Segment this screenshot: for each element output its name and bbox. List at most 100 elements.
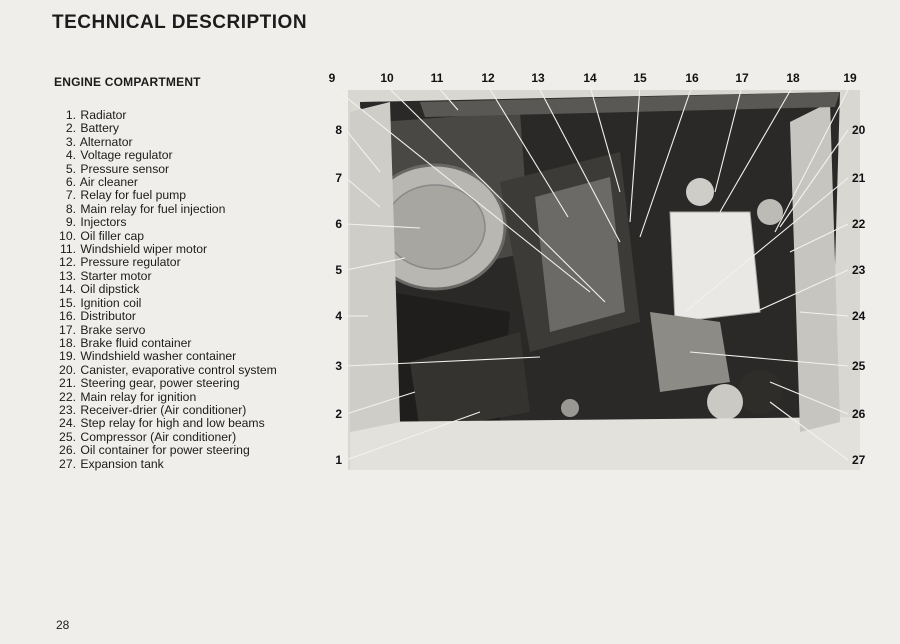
- parts-list-label: Pressure regulator: [77, 255, 181, 270]
- callout-leader-lines: [331, 85, 851, 461]
- callout-number-2: 2: [335, 407, 342, 421]
- callout-number-14: 14: [583, 71, 597, 85]
- parts-list-item: 18. Brake fluid container: [54, 335, 277, 350]
- parts-list-label: Radiator: [77, 108, 127, 122]
- callout-line-7: [345, 177, 381, 208]
- callout-number-11: 11: [431, 71, 444, 85]
- callout-line-8: [345, 129, 381, 173]
- parts-list-label: Brake servo: [77, 322, 146, 337]
- parts-list-label: Main relay for fuel injection: [77, 201, 226, 216]
- callout-line-18: [719, 85, 794, 213]
- parts-list-number: 6.: [65, 175, 76, 190]
- parts-list-label: Expansion tank: [77, 456, 164, 471]
- callout-line-9: [331, 85, 591, 293]
- parts-list-number: 13.: [59, 268, 76, 283]
- parts-list-item: 20. Canister, evaporative control system: [54, 362, 277, 377]
- callout-line-11: [436, 85, 459, 111]
- parts-list-number: 12.: [59, 255, 76, 270]
- callout-number-1: 1: [335, 453, 342, 467]
- parts-list-label: Alternator: [77, 134, 133, 149]
- parts-list-item: 15. Ignition coil: [54, 295, 277, 310]
- callout-line-2: [345, 391, 416, 415]
- parts-list-item: 21. Steering gear, power steering: [54, 376, 277, 391]
- parts-list-item: 25. Compressor (Air conditioner): [54, 429, 277, 444]
- parts-list-number: 10.: [59, 228, 76, 243]
- callout-line-19: [774, 85, 851, 233]
- parts-list-label: Ignition coil: [77, 295, 142, 310]
- parts-list-label: Relay for fuel pump: [77, 188, 187, 203]
- callout-line-20: [779, 129, 849, 228]
- parts-list-label: Main relay for ignition: [77, 389, 197, 404]
- callout-number-24: 24: [852, 309, 866, 323]
- parts-list-number: 25.: [59, 429, 76, 444]
- parts-list-number: 23.: [59, 402, 76, 417]
- parts-list-item: 5. Pressure sensor: [54, 161, 277, 176]
- callout-number-12: 12: [481, 71, 495, 85]
- parts-list-number: 2.: [65, 121, 76, 136]
- parts-list-number: 4.: [65, 148, 76, 163]
- parts-list-item: 23. Receiver-drier (Air conditioner): [54, 402, 277, 417]
- page-number: 28: [56, 618, 70, 632]
- callout-number-22: 22: [852, 217, 866, 231]
- callout-number-8: 8: [335, 123, 342, 137]
- callout-line-17: [714, 85, 743, 193]
- parts-list-number: 19.: [59, 349, 76, 364]
- parts-list-number: 26.: [59, 443, 76, 458]
- callout-line-10: [386, 85, 606, 303]
- parts-list-number: 8.: [65, 201, 76, 216]
- callout-number-19: 19: [843, 71, 857, 85]
- parts-list-label: Windshield wiper motor: [77, 242, 208, 257]
- parts-list-item: 22. Main relay for ignition: [54, 389, 277, 404]
- parts-list-number: 27.: [59, 456, 76, 471]
- parts-list-label: Distributor: [77, 309, 136, 324]
- callout-number-4: 4: [335, 309, 342, 323]
- parts-list-label: Oil dipstick: [77, 282, 140, 297]
- parts-list-item: 16. Distributor: [54, 309, 277, 324]
- parts-list-number: 24.: [59, 416, 76, 431]
- parts-list-item: 7. Relay for fuel pump: [54, 188, 277, 203]
- parts-list-number: 21.: [59, 376, 76, 391]
- parts-list-label: Brake fluid container: [77, 335, 192, 350]
- parts-list-number: 11.: [59, 242, 76, 257]
- callout-number-23: 23: [852, 263, 866, 277]
- parts-list-item: 14. Oil dipstick: [54, 282, 277, 297]
- parts-list-label: Canister, evaporative control system: [77, 362, 277, 377]
- parts-list-item: 11. Windshield wiper motor: [54, 242, 277, 257]
- callout-number-15: 15: [633, 71, 647, 85]
- callout-number-18: 18: [786, 71, 800, 85]
- callout-number-7: 7: [335, 171, 342, 185]
- parts-list-item: 17. Brake servo: [54, 322, 277, 337]
- parts-list-item: 9. Injectors: [54, 215, 277, 230]
- parts-list-number: 7.: [65, 188, 76, 203]
- parts-list-item: 10. Oil filler cap: [54, 228, 277, 243]
- section-title: ENGINE COMPARTMENT: [54, 75, 201, 89]
- parts-list-number: 3.: [65, 134, 76, 149]
- callout-number-27: 27: [852, 453, 866, 467]
- callout-line-13: [537, 85, 621, 243]
- page-title: TECHNICAL DESCRIPTION: [52, 12, 308, 33]
- parts-list-item: 13. Starter motor: [54, 268, 277, 283]
- parts-list-item: 19. Windshield washer container: [54, 349, 277, 364]
- parts-list-label: Steering gear, power steering: [77, 376, 240, 391]
- callout-number-20: 20: [852, 123, 866, 137]
- callout-number-3: 3: [335, 359, 342, 373]
- parts-list-item: 24. Step relay for high and low beams: [54, 416, 277, 431]
- callout-line-3: [345, 356, 541, 367]
- parts-list-number: 15.: [59, 295, 76, 310]
- callout-number-25: 25: [852, 359, 866, 373]
- callout-number-21: 21: [852, 171, 866, 185]
- callout-line-5: [345, 257, 406, 271]
- callout-line-16: [639, 85, 693, 238]
- parts-list-label: Pressure sensor: [77, 161, 170, 176]
- parts-list-number: 22.: [59, 389, 76, 404]
- callout-number-10: 10: [380, 71, 394, 85]
- callout-number-26: 26: [852, 407, 866, 421]
- parts-list-label: Starter motor: [77, 268, 152, 283]
- parts-list-item: 6. Air cleaner: [54, 175, 277, 190]
- parts-list-label: Oil container for power steering: [77, 443, 250, 458]
- parts-list-label: Injectors: [77, 215, 127, 230]
